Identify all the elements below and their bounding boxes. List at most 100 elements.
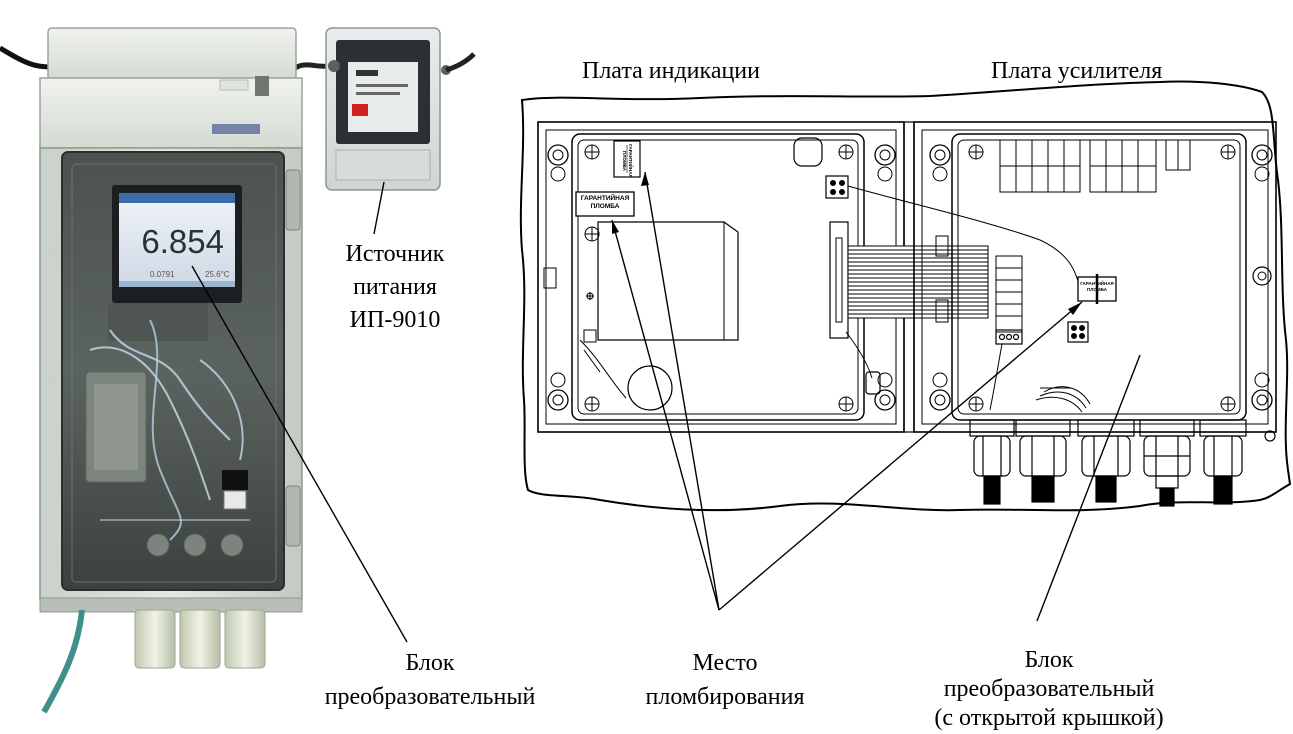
right-enclosure-outer — [913, 121, 1277, 433]
mount-plate — [108, 303, 208, 341]
label-sealing-place-line-2: пломбирования — [645, 684, 805, 710]
battery — [627, 365, 673, 411]
label-plate-amplifier: Плата усилителя — [991, 58, 1163, 84]
label-converter-right-line-2: преобразовательный — [943, 676, 1155, 702]
psu-label-line-3 — [356, 92, 400, 95]
cable-bundle — [1043, 386, 1091, 405]
seal-top-text: ГАРАНТИЙНАЯ ПЛОМБА — [621, 140, 633, 182]
label-power-source: Источник питания ИП-9010 — [300, 238, 490, 337]
leader-seal-right — [718, 301, 1083, 611]
small-connector — [583, 329, 597, 343]
ribbon-cable — [847, 245, 989, 319]
relay-bank-2 — [1089, 139, 1157, 193]
screw-r3 — [968, 396, 984, 412]
cable-gland-5 — [1199, 419, 1247, 505]
seal-sticker-left — [575, 191, 635, 217]
label-power-source-line-2: питания — [353, 274, 437, 300]
cable-gland-3 — [1077, 419, 1135, 503]
label-power-source-line-3: ИП-9010 — [349, 307, 441, 333]
display-header-bar — [119, 193, 235, 203]
label-sealing-place-line-1: Место — [692, 650, 758, 676]
leader-seal-left — [611, 219, 720, 611]
screw-l5 — [838, 396, 854, 412]
psu-gland-left — [328, 60, 340, 72]
buzzer — [793, 137, 823, 167]
display-screen — [119, 193, 235, 287]
cell-cap-1 — [146, 533, 170, 557]
screw-r4 — [1220, 396, 1236, 412]
hinge-top — [285, 169, 301, 231]
terminal-block-2 — [223, 490, 247, 510]
psu-lower-cover — [335, 149, 431, 181]
label-power-source-line-1: Источник — [345, 241, 445, 267]
boss-l-tl-2 — [550, 166, 566, 182]
tube-4 — [199, 359, 244, 461]
leader-seal-top — [644, 171, 720, 611]
screw-l6 — [586, 292, 594, 300]
power-supply-unit — [325, 27, 476, 191]
leader-lines — [191, 171, 1141, 643]
boss-l-br — [874, 389, 896, 411]
arrow-seal-top — [641, 172, 649, 186]
arrow-seal-left — [612, 220, 619, 234]
display-main-value: 6.854 — [141, 223, 224, 260]
analyzer-top-cap — [47, 27, 297, 81]
terminal-strip — [995, 255, 1023, 333]
tube-2 — [89, 346, 211, 501]
ground-screw — [1264, 430, 1276, 442]
terminal-block — [222, 470, 248, 490]
cable-gland-1 — [969, 419, 1015, 505]
label-converter-left-line-2: преобразовательный — [324, 684, 536, 710]
label-converter-left: Блок преобразовательный — [280, 646, 580, 714]
seal-right-line-2: ПЛОМБА — [1087, 287, 1107, 292]
label-sealing-place: Место пломбирования — [630, 646, 820, 714]
analyzer-latch — [255, 76, 269, 96]
screw-r1 — [968, 144, 984, 160]
label-plate-indication: Плата индикации — [582, 58, 760, 84]
boss-l-br-2 — [877, 372, 893, 388]
flow-cell-1 — [134, 609, 176, 669]
seal-left-line-1: ГАРАНТИЙНАЯ — [580, 195, 630, 202]
left-slot — [543, 267, 557, 289]
tube-1 — [109, 329, 231, 441]
psu-label-line-2 — [356, 84, 408, 87]
jumper-block — [825, 175, 849, 199]
psu-label-line-1 — [356, 70, 378, 76]
green-hose — [41, 609, 85, 714]
left-board — [577, 139, 859, 415]
leader-power-source — [373, 181, 385, 235]
cutout-outline — [519, 80, 1292, 512]
hinge-bottom — [285, 485, 301, 547]
boss-l-bl — [547, 389, 569, 411]
display-secondary-value: 0.0791 — [150, 270, 175, 279]
wire-l1 — [579, 339, 627, 399]
tube-3 — [149, 319, 182, 541]
screw-l2 — [838, 144, 854, 160]
ribbon-connector-left — [829, 221, 849, 339]
analyzer-photo: 6.854 0.0791 25.6°C — [0, 27, 329, 714]
connector-bottom-left — [865, 371, 881, 395]
boss-l-bl-2 — [550, 372, 566, 388]
screw-l3 — [584, 226, 600, 242]
boss-l-tl — [547, 144, 569, 166]
connector-block — [995, 329, 1023, 345]
psu-out-cable — [445, 52, 476, 73]
seal-sticker-top — [613, 140, 641, 178]
psu-cable — [290, 62, 329, 73]
boss-r-bl — [929, 389, 951, 411]
glass-door-inner — [71, 163, 277, 583]
psu-warning-sticker — [352, 104, 368, 116]
seal-sticker-right — [1077, 274, 1117, 304]
sensor-housing-face — [94, 384, 138, 470]
seal-right-line-1: ГАРАНТИЙНАЯ — [1080, 281, 1114, 286]
analyzer-sticker — [219, 79, 249, 91]
wire-jumper — [847, 185, 1083, 301]
label-converter-right-line-3: (с открытой крышкой) — [934, 705, 1164, 731]
cable-gland-2 — [1015, 419, 1071, 503]
cell-cap-2 — [183, 533, 207, 557]
flow-cell-3 — [224, 609, 266, 669]
flow-cell-2 — [179, 609, 221, 669]
boss-r-tl — [929, 144, 951, 166]
display-temperature: 25.6°C — [205, 270, 230, 279]
